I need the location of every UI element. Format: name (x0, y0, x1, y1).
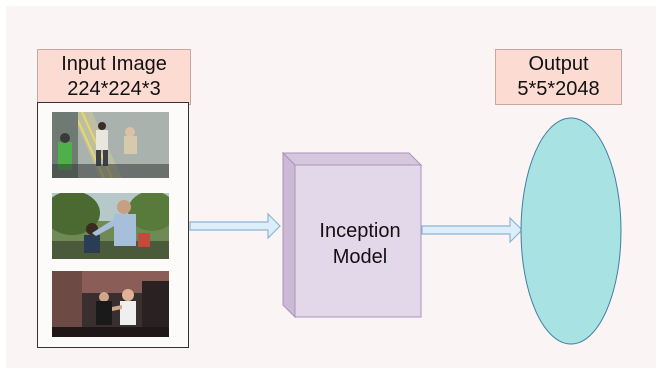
output-shape: 5*5*2048 (517, 78, 600, 100)
video-frame-indoor (52, 271, 169, 337)
arrow-input-to-model (189, 212, 281, 240)
model-label-line-1: Inception (319, 220, 401, 242)
inception-model-label: Inception Model (295, 218, 425, 270)
inception-model-cube (281, 151, 423, 319)
input-image-stack (37, 102, 189, 348)
output-title: Output (528, 53, 589, 75)
input-title: Input Image (61, 53, 167, 75)
input-shape: 224*224*3 (67, 78, 161, 100)
model-label-line-2: Model (332, 246, 388, 268)
input-image-label: Input Image 224*224*3 (37, 49, 191, 105)
video-frame-street (52, 112, 169, 178)
output-label: Output 5*5*2048 (495, 49, 622, 105)
arrow-model-to-output (421, 216, 523, 244)
video-frame-park (52, 193, 169, 259)
output-feature-ellipse (520, 117, 622, 345)
